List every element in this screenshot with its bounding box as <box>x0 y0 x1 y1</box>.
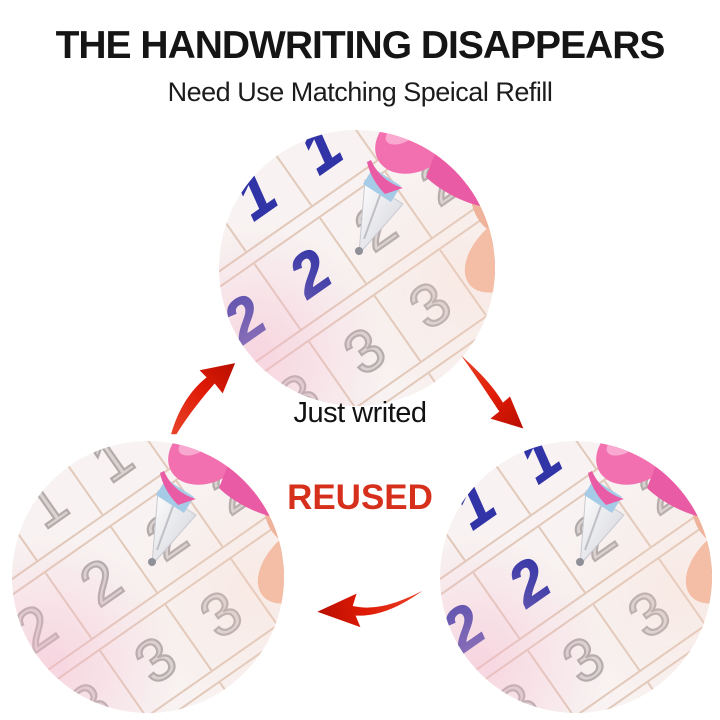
page-subtitle: Need Use Matching Speical Refill <box>167 77 553 107</box>
photo-reused-bottom-left: 111111222222333333444444 <box>12 441 284 713</box>
page-title: THE HANDWRITING DISAPPEARS <box>55 24 666 67</box>
cycle-arrow-left-icon <box>317 590 423 628</box>
photo-just-writed-top: 111111222222333333444444 <box>219 130 495 406</box>
caption-reused: REUSED <box>287 478 433 517</box>
caption-just-writed: Just writed <box>293 397 427 429</box>
cycle-arrow-up-right-icon <box>171 363 236 435</box>
pen-with-pink-grip-icon <box>575 441 712 622</box>
pen-with-pink-grip-icon <box>147 441 284 622</box>
photo-just-writed-bottom-right: 111111222222333333444444 <box>440 441 712 713</box>
pen-with-pink-grip-icon <box>354 130 495 311</box>
cycle-arrow-down-right-icon <box>461 355 524 429</box>
